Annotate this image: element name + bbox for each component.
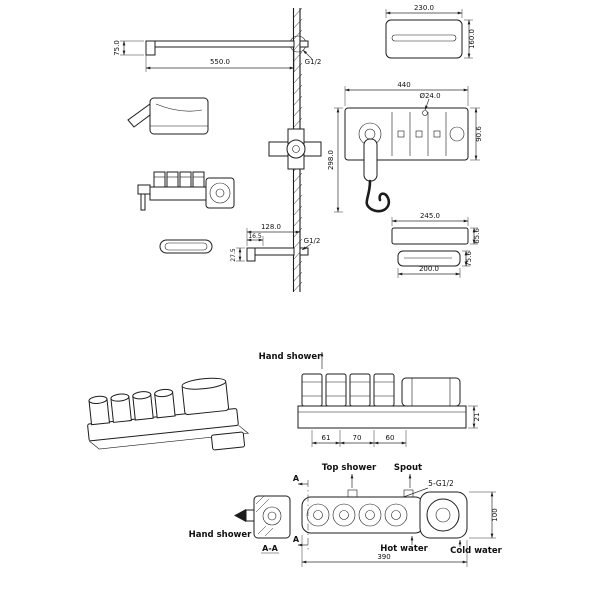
dim-spacing-1-text: 61 — [322, 434, 331, 442]
head-profile-view — [397, 250, 461, 267]
mounting-plate-view — [391, 227, 469, 245]
dim-cartridge-spacing: 61 70 60 — [311, 430, 407, 447]
dim-head-width-text: 230.0 — [414, 4, 434, 12]
label-section-aa: A-A — [261, 544, 279, 554]
label-arm-thread: G1/2 — [302, 49, 322, 66]
dim-plan-depth: 100 — [469, 491, 499, 539]
section-view-a-a — [234, 495, 291, 539]
dim-spout-offset-text: 16.5 — [248, 233, 262, 240]
dim-profile-width-text: 200.0 — [419, 265, 439, 273]
arm-thread-text: G1/2 — [305, 58, 322, 66]
valve-body-elevation — [297, 373, 467, 429]
dim-arm-length: 550.0 — [145, 49, 295, 72]
dim-profile-height: 75.6 — [462, 251, 473, 267]
section-aa-text: A-A — [262, 544, 279, 553]
label-hand-shower-plan: Hand shower — [189, 530, 253, 540]
dim-head-width: 230.0 — [385, 4, 463, 18]
dim-arm-length-text: 550.0 — [210, 58, 230, 66]
dim-body-height-text: 21 — [473, 413, 481, 422]
dim-head-depth: 160.0 — [464, 19, 476, 59]
dim-spacing-3-text: 60 — [386, 434, 395, 442]
dim-trim-height-text: 90.6 — [475, 126, 483, 142]
dim-head-depth-text: 160.0 — [468, 29, 476, 49]
top-shower-text: Top shower — [322, 463, 377, 473]
dim-plan-width-text: 390 — [377, 553, 390, 561]
hand-shower-plan-text: Hand shower — [189, 530, 253, 540]
valve-trim-front-view — [344, 107, 469, 161]
dim-spout-length-text: 128.0 — [261, 223, 281, 231]
label-spout-thread: G1/2 — [301, 237, 321, 251]
cold-water-text: Cold water — [450, 546, 502, 556]
dim-spout-length: 128.0 — [246, 223, 301, 246]
shower-head-side-view — [127, 97, 209, 135]
dim-trim-width: 440 — [344, 81, 469, 106]
dim-spout-height-text: 27.5 — [230, 248, 237, 262]
dim-assembly-height: 298.0 — [327, 107, 343, 213]
label-cold-water: Cold water — [450, 539, 503, 556]
wall-valve-rough-in — [268, 128, 322, 170]
dim-plate-height-text: 65.6 — [473, 228, 481, 244]
section-line-a: A A — [293, 474, 309, 550]
shower-arm-side-view — [145, 35, 309, 56]
valve-body-plan-view — [301, 489, 468, 539]
label-spout-plan: Spout — [394, 463, 422, 488]
dim-plate-width-text: 245.0 — [420, 212, 440, 220]
hot-water-text: Hot water — [380, 544, 428, 554]
dim-trim-width-text: 440 — [397, 81, 410, 89]
dim-arm-drop: 75.0 — [113, 40, 144, 56]
dim-arm-drop-text: 75.0 — [113, 40, 121, 56]
dim-plan-depth-text: 100 — [491, 508, 499, 521]
valve-perspective-view — [87, 377, 250, 451]
hand-shower-elevation-text: Hand shower — [259, 352, 323, 362]
label-top-shower: Top shower — [322, 463, 377, 488]
label-hot-water: Hot water — [380, 535, 429, 554]
section-marker-top-text: A — [293, 474, 300, 483]
dim-plan-width: 390 — [301, 535, 468, 567]
spout-top-view — [159, 239, 213, 254]
dim-spacing-2-text: 70 — [353, 434, 362, 442]
label-trim-hole: Ø24.0 — [419, 92, 441, 111]
dim-spout-height: 27.5 — [230, 247, 245, 262]
hand-shower-side-view — [363, 138, 391, 213]
section-marker-bottom-text: A — [293, 535, 300, 544]
spout-thread-text: G1/2 — [304, 237, 321, 245]
dim-plate-width: 245.0 — [391, 212, 469, 226]
label-hand-shower-elevation: Hand shower — [259, 351, 324, 369]
spout-plan-text: Spout — [394, 463, 422, 473]
dim-profile-width: 200.0 — [397, 265, 461, 278]
dim-profile-height-text: 75.6 — [465, 251, 473, 267]
dim-spout-offset: 16.5 — [246, 233, 264, 246]
trim-hole-text: Ø24.0 — [419, 92, 440, 100]
dim-assembly-height-text: 298.0 — [327, 150, 335, 170]
ports-text: 5-G1/2 — [428, 479, 454, 488]
valve-trim-side-view — [137, 171, 235, 211]
dim-trim-height: 90.6 — [470, 107, 483, 161]
shower-head-top-view — [385, 19, 463, 59]
dim-plate-height: 65.6 — [470, 228, 481, 245]
dim-elevation-body-height: 21 — [468, 405, 481, 429]
